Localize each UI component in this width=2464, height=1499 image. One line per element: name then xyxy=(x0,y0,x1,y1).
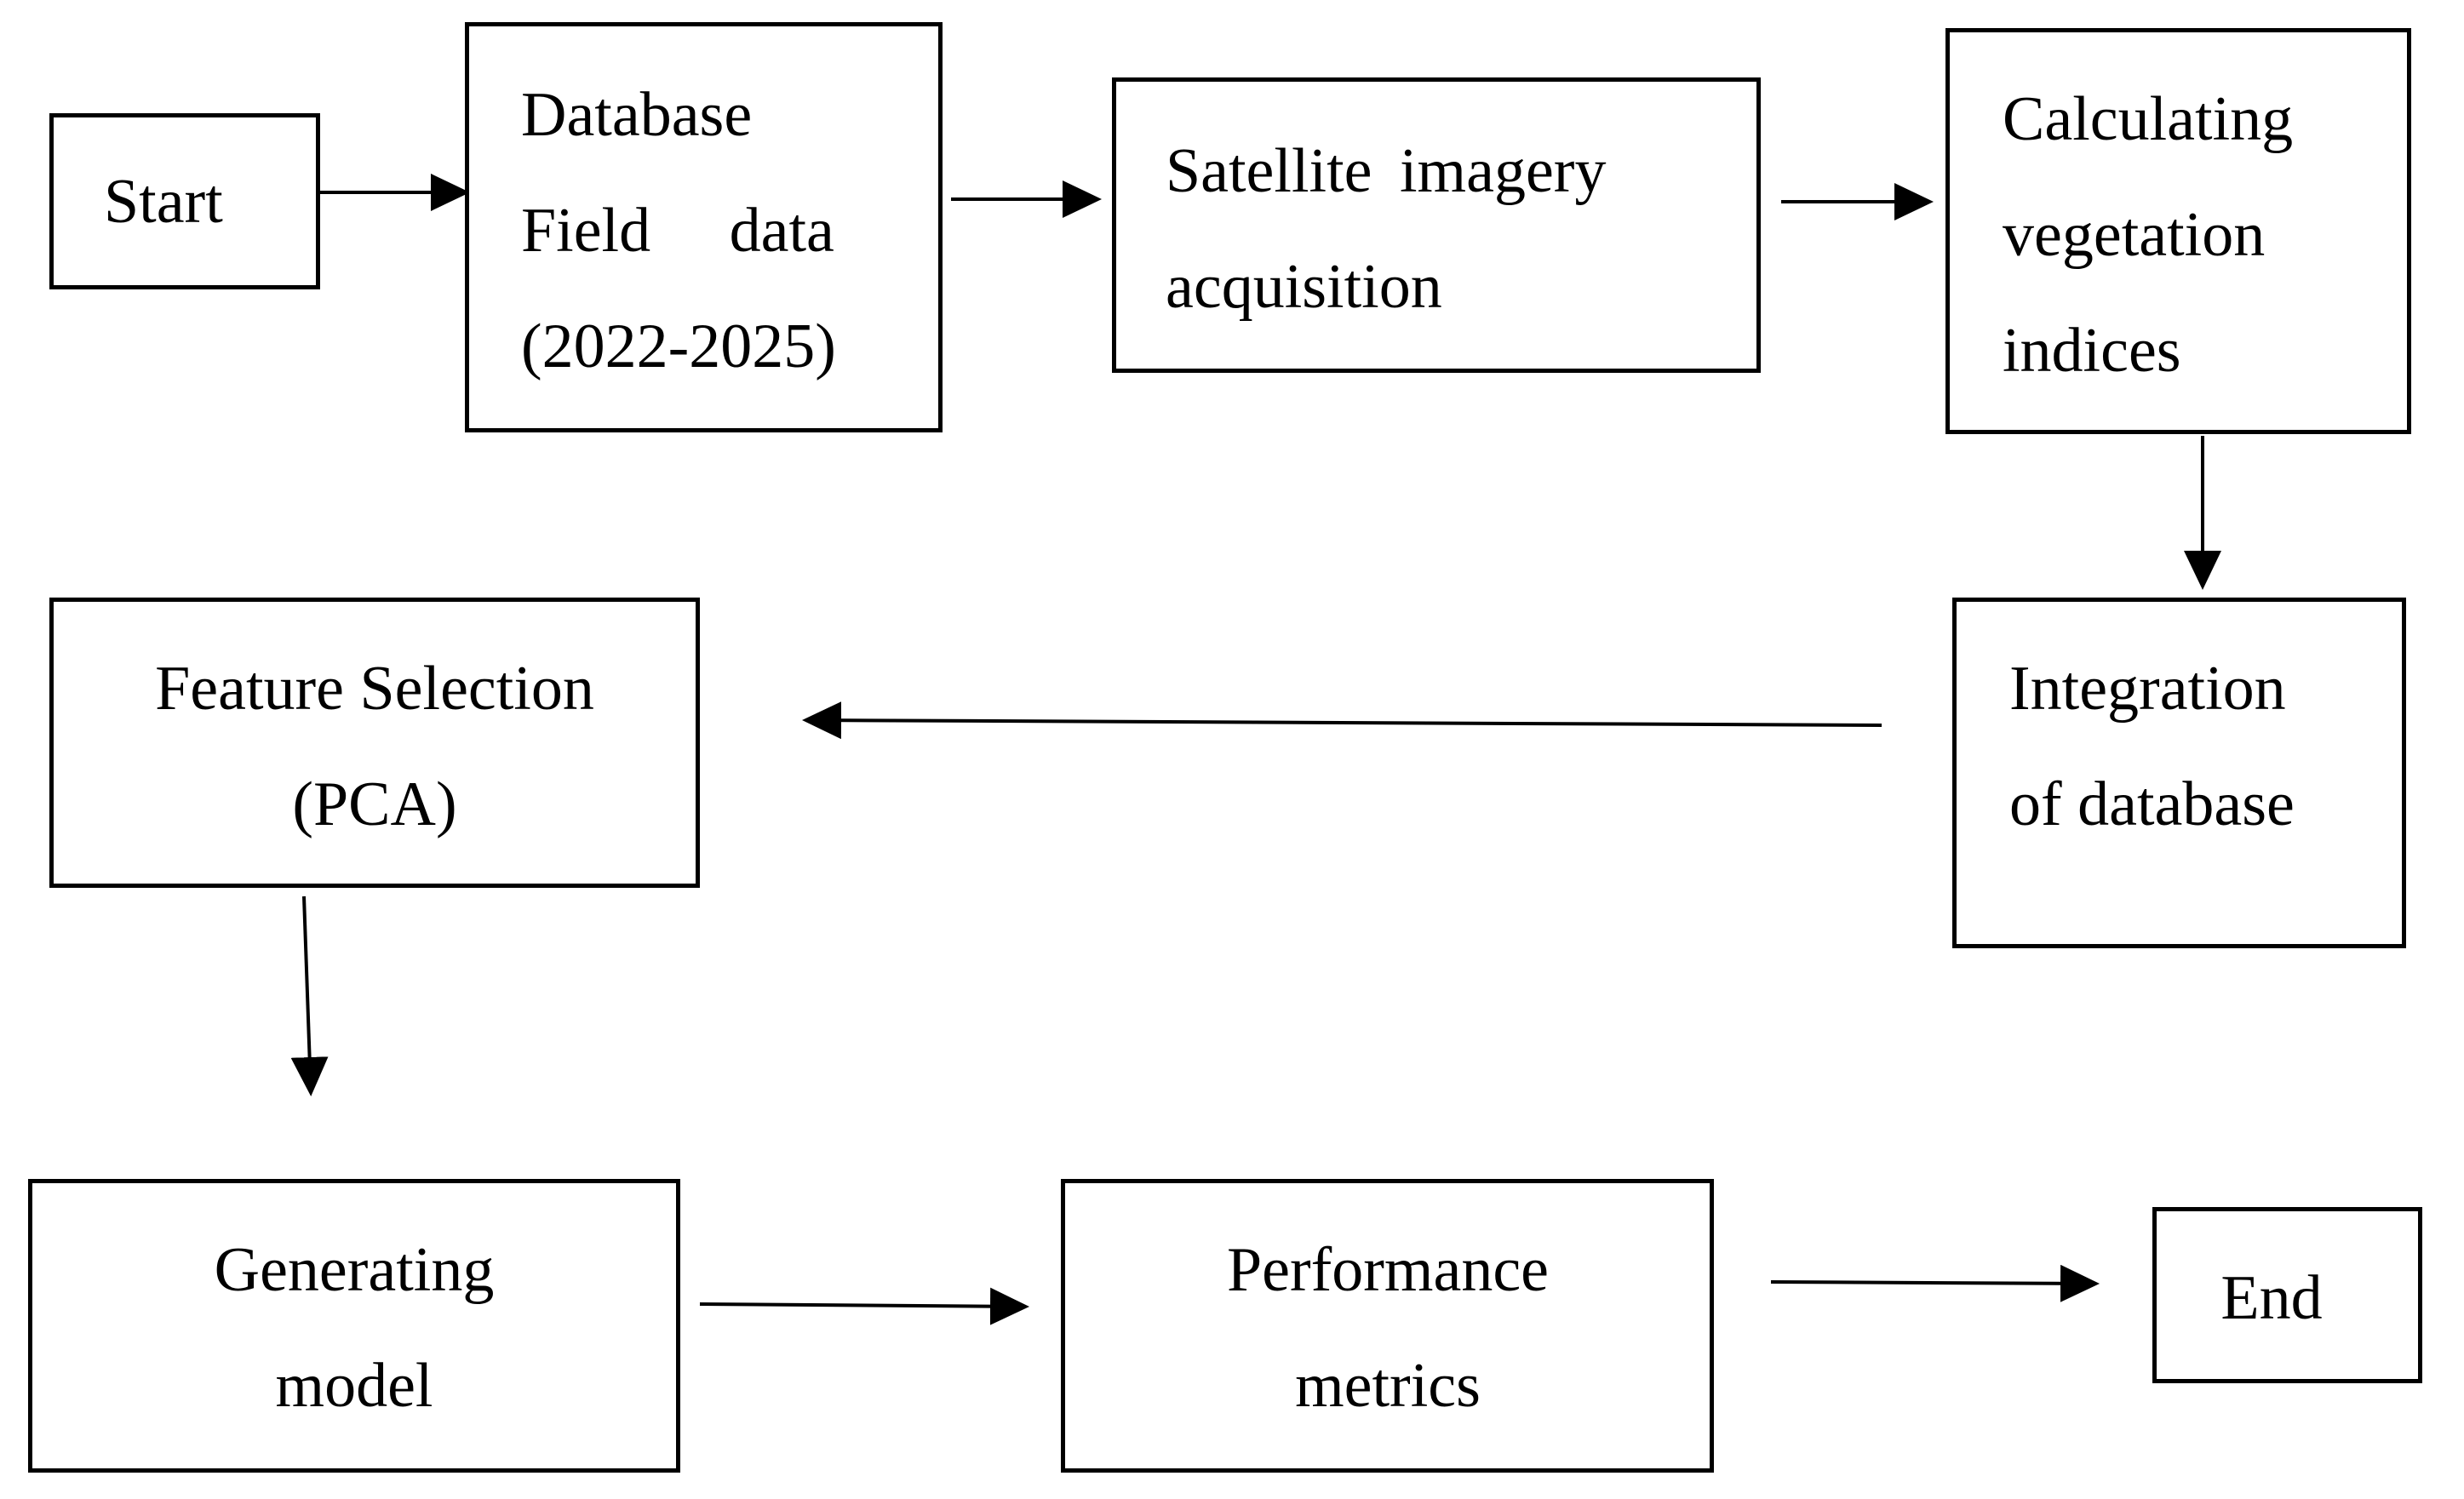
node-end xyxy=(2152,1207,2422,1383)
node-start xyxy=(49,113,320,289)
node-satellite-line-1: Satellite imagery xyxy=(1166,136,1607,206)
node-feature-line-1: Feature Selection xyxy=(155,654,594,724)
node-integration-line-1: Integration xyxy=(2009,654,2286,724)
node-start-line-1: Start xyxy=(104,167,223,237)
node-satellite-imagery xyxy=(1112,77,1761,373)
arrow-performance-to-end xyxy=(1770,1264,2100,1302)
arrow-feature-to-model xyxy=(290,895,329,1096)
node-model-line-1: Generating xyxy=(214,1235,495,1305)
node-database-line-3: (2022-2025) xyxy=(521,312,836,381)
arrow-integration-to-feature xyxy=(802,701,1882,740)
node-feature-line-2: (PCA) xyxy=(292,770,457,839)
node-database-field-data xyxy=(465,22,943,432)
node-performance-line-1: Performance xyxy=(1226,1235,1550,1305)
node-feature-selection xyxy=(49,598,700,888)
node-model-line-2: model xyxy=(275,1351,433,1421)
node-database-line-2: Field data xyxy=(521,196,834,266)
node-vegetation-line-3: indices xyxy=(2003,316,2181,386)
node-database-line-1: Database xyxy=(521,80,753,150)
node-integration-line-2: of database xyxy=(2009,770,2295,839)
node-performance-metrics xyxy=(1061,1179,1714,1473)
node-vegetation-indices xyxy=(1945,28,2411,434)
node-vegetation-line-1: Calculating xyxy=(2003,84,2294,154)
node-end-line-1: End xyxy=(2220,1263,2323,1333)
node-database-field-data-text: Database Field data (2022-2025) xyxy=(521,83,887,390)
node-vegetation-line-2: vegetation xyxy=(2003,200,2266,270)
arrow-model-to-performance xyxy=(699,1287,1029,1325)
node-satellite-line-2: acquisition xyxy=(1166,252,1442,322)
node-integration xyxy=(1952,598,2406,948)
node-performance-line-2: metrics xyxy=(1295,1351,1481,1421)
node-generating-model xyxy=(28,1179,680,1473)
